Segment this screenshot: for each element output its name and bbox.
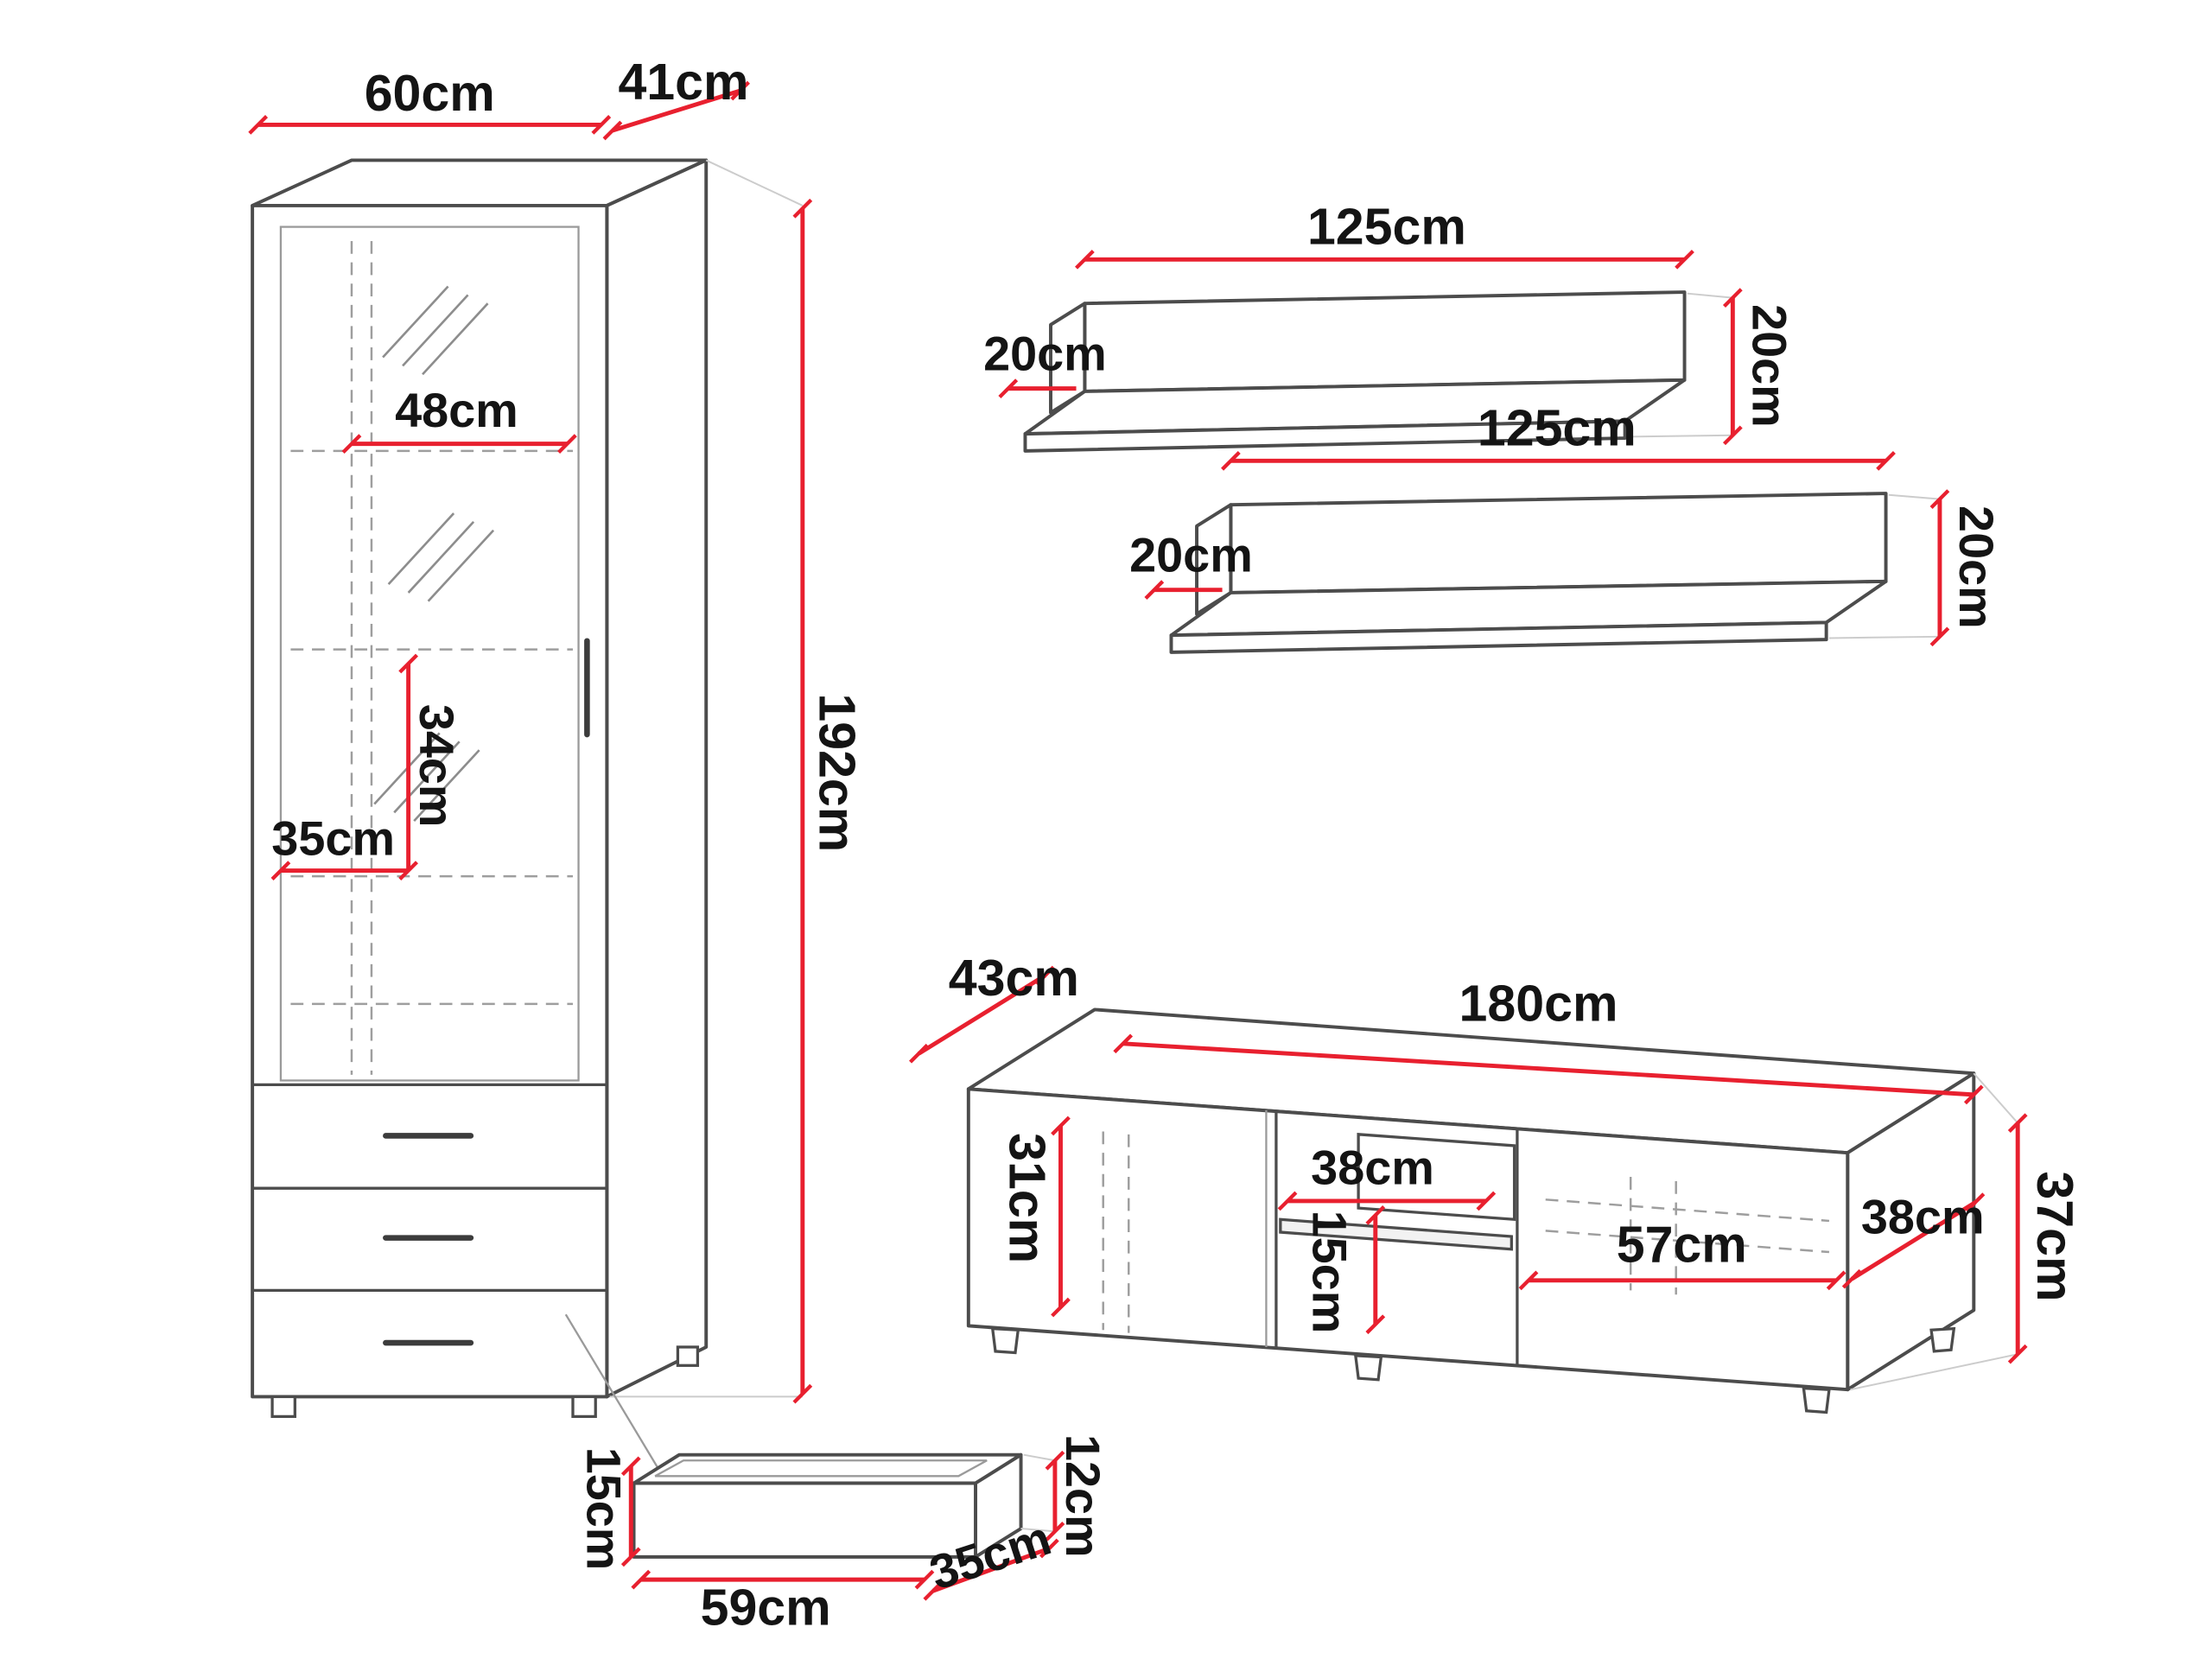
cabinet-front-face xyxy=(251,203,609,1399)
cabinet-width-label: 60cm xyxy=(365,65,495,122)
tv-stand-feet xyxy=(990,1326,1956,1414)
tv-stand-right-depth-dim-line xyxy=(1841,1192,1986,1289)
drawer-side-height-ext-top xyxy=(1023,1453,1056,1462)
tv-stand-drawing xyxy=(966,1007,1976,1414)
drawer-pointer-line xyxy=(564,1313,664,1478)
shelf-lower-left-cap xyxy=(1195,503,1233,616)
drawer-drawing xyxy=(564,1313,1023,1559)
shelf-lower-length-label: 125cm xyxy=(1478,399,1637,456)
cabinet-depth-dim-line xyxy=(602,80,750,141)
tv-stand-width-dim-line xyxy=(1113,1033,1984,1105)
shelf-upper-height-label: 20cm xyxy=(1742,304,1796,428)
tv-stand-middle-gap-height-label: 15cm xyxy=(1303,1211,1357,1334)
drawer-depth-dim-line xyxy=(923,1538,1059,1601)
tv-stand-height-label: 37cm xyxy=(2026,1171,2083,1301)
tv-stand-depth-dim-line xyxy=(909,965,1055,1064)
shelf-upper-left-cap xyxy=(1049,302,1087,415)
cabinet-inner-depth-label: 35cm xyxy=(271,811,395,866)
cabinet-door-frame xyxy=(279,226,580,1082)
tall-cabinet-dimensions: 60cm 41cm 192cm 48cm 34cm 35cm xyxy=(248,54,866,1404)
glass-hatch-lines xyxy=(373,285,495,823)
tv-stand-middle-niche xyxy=(1357,1133,1516,1222)
drawer-width-label: 59cm xyxy=(701,1580,831,1637)
tv-stand-depth-label: 43cm xyxy=(949,950,1079,1007)
shelf-upper-board-front xyxy=(1023,419,1627,453)
drawer-front-face xyxy=(632,1481,977,1559)
tall-cabinet-drawing xyxy=(251,158,709,1419)
tv-stand-middle-shelf-width-label: 38cm xyxy=(1311,1140,1434,1194)
shelf-upper-length-label: 125cm xyxy=(1307,198,1466,255)
tv-stand-middle-shelf xyxy=(1279,1217,1513,1251)
tv-stand-height-ext-bottom xyxy=(1850,1353,2018,1391)
shelf-lower-height-ext-top xyxy=(1888,493,1941,500)
tv-stand-width-label: 180cm xyxy=(1459,976,1618,1033)
wall-shelf-lower-drawing xyxy=(1169,492,1888,654)
cabinet-inner-width-label: 48cm xyxy=(395,383,518,437)
drawer-side-height-label: 12cm xyxy=(1056,1434,1110,1558)
cabinet-height-ext-top xyxy=(705,159,804,207)
shelf-lower-depth-label: 20cm xyxy=(1129,527,1253,582)
cabinet-drawer-fronts xyxy=(252,1083,607,1346)
wall-shelf-upper-drawing xyxy=(1023,290,1687,453)
cabinet-feet xyxy=(270,1345,700,1419)
wall-shelf-lower-dimensions: 125cm 20cm 20cm xyxy=(1129,399,2004,647)
tv-stand-right-door-width-label: 57cm xyxy=(1617,1217,1747,1274)
tv-stand-left-compartment-height-label: 31cm xyxy=(998,1133,1055,1263)
shelf-upper-height-ext-bottom xyxy=(1627,434,1733,438)
cabinet-depth-label: 41cm xyxy=(618,54,748,111)
tv-stand-dimensions: 43cm 180cm 37cm 38cm 57cm 38cm 15cm 31cm xyxy=(909,950,2083,1391)
shelf-upper-depth-label: 20cm xyxy=(983,326,1107,380)
shelf-upper-height-ext-top xyxy=(1687,292,1733,299)
shelf-lower-height-label: 20cm xyxy=(1949,505,2004,629)
shelf-lower-height-ext-bottom xyxy=(1828,635,1940,639)
shelf-upper-back-panel xyxy=(1083,290,1687,393)
cabinet-inner-shelf-height-label: 34cm xyxy=(410,704,464,828)
cabinet-right-face xyxy=(605,158,709,1399)
tv-stand-right-depth-label: 38cm xyxy=(1861,1190,1985,1244)
drawer-inner-height-label: 15cm xyxy=(576,1447,631,1571)
drawer-cavity-inset xyxy=(654,1459,988,1478)
wall-shelf-upper-dimensions: 125cm 20cm 20cm xyxy=(983,198,1796,446)
cabinet-height-label: 192cm xyxy=(809,693,866,852)
tv-stand-height-ext-top xyxy=(1973,1072,2018,1124)
shelf-lower-board-front xyxy=(1169,620,1828,654)
shelf-lower-back-panel xyxy=(1229,492,1888,594)
drawer-top-face xyxy=(632,1452,1023,1485)
